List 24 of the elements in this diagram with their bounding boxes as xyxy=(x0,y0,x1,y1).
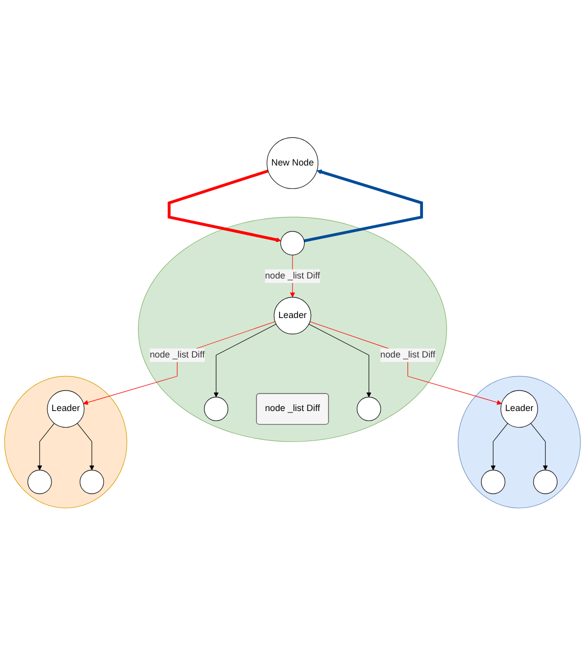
edge-label: node _list Diff xyxy=(150,350,205,360)
arrow xyxy=(83,322,276,406)
arrow xyxy=(168,170,282,242)
node-circle: Leader xyxy=(500,390,538,428)
arrow xyxy=(530,423,548,470)
node-circle xyxy=(28,470,52,494)
node-circle: New Node xyxy=(266,137,318,190)
node-circle xyxy=(80,470,104,494)
node-circle xyxy=(533,470,558,494)
edge-label: node _list Diff xyxy=(264,271,320,281)
node-circle xyxy=(481,470,506,494)
arrow xyxy=(37,423,55,470)
arrow xyxy=(214,324,276,398)
node-circle xyxy=(356,396,382,422)
node-circle xyxy=(280,231,305,256)
node-circle: Leader xyxy=(47,390,84,428)
node-circle: Leader xyxy=(274,297,312,335)
arrow xyxy=(308,324,372,398)
arrow xyxy=(310,322,502,406)
arrow xyxy=(76,423,94,470)
node-circle xyxy=(204,396,228,422)
arrow xyxy=(490,423,508,470)
edge-label: node _list Diff xyxy=(380,350,436,360)
arrow xyxy=(304,170,423,242)
